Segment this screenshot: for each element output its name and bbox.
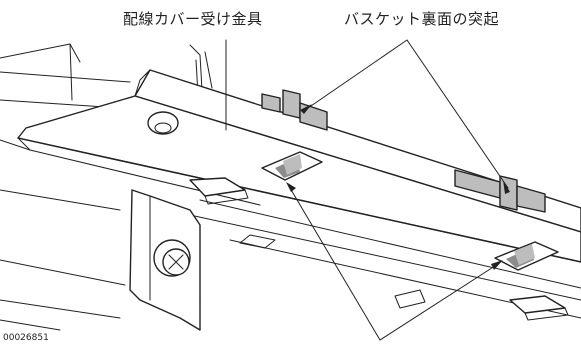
background-frame — [0, 43, 213, 331]
mounting-tab — [129, 189, 276, 331]
label-wire-cover-bracket: 配線カバー受け金具 — [123, 10, 263, 28]
label-basket-protrusion: バスケット裏面の突起 — [344, 10, 500, 28]
plate-emboss — [189, 177, 569, 321]
bracket-plate — [17, 69, 581, 319]
slot-right — [494, 241, 559, 271]
figure-number: 00026851 — [3, 333, 49, 343]
slot-left — [261, 151, 323, 181]
leader-lines — [225, 39, 510, 341]
protrusion-right — [454, 169, 546, 213]
